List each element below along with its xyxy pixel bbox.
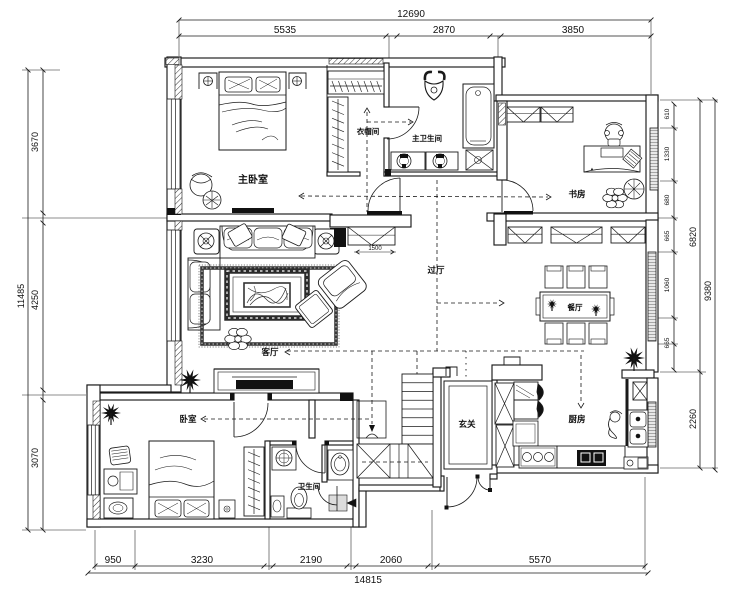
svg-text:玄关: 玄关	[458, 419, 476, 429]
svg-text:610: 610	[664, 108, 671, 119]
svg-text:卫生间: 卫生间	[298, 481, 321, 491]
svg-text:2260: 2260	[688, 409, 698, 429]
svg-text:主卧室: 主卧室	[238, 173, 268, 186]
svg-text:3670: 3670	[30, 132, 40, 152]
svg-text:2870: 2870	[433, 25, 456, 36]
svg-text:3850: 3850	[562, 25, 585, 36]
svg-text:4250: 4250	[30, 290, 40, 310]
svg-text:2190: 2190	[300, 555, 323, 566]
svg-text:▲: ▲	[590, 166, 594, 171]
svg-text:14815: 14815	[354, 575, 382, 586]
svg-text:11485: 11485	[16, 284, 26, 308]
svg-text:9380: 9380	[703, 281, 713, 301]
svg-text:1060: 1060	[664, 277, 671, 292]
svg-text:厨房: 厨房	[568, 414, 585, 424]
svg-text:5570: 5570	[529, 555, 552, 566]
svg-text:过厅: 过厅	[427, 265, 445, 275]
svg-text:665: 665	[664, 230, 671, 241]
svg-text:950: 950	[105, 555, 122, 566]
svg-text:2060: 2060	[380, 555, 403, 566]
svg-text:卧室: 卧室	[179, 414, 197, 424]
svg-text:680: 680	[664, 194, 671, 205]
svg-text:主卫生间: 主卫生间	[412, 133, 442, 143]
svg-text:665: 665	[664, 337, 671, 348]
svg-text:6820: 6820	[688, 227, 698, 247]
svg-text:1500: 1500	[368, 246, 382, 252]
svg-text:客厅: 客厅	[260, 347, 279, 357]
svg-text:衣帽间: 衣帽间	[357, 126, 380, 136]
svg-text:3230: 3230	[191, 555, 214, 566]
svg-text:3070: 3070	[30, 448, 40, 468]
svg-text:12690: 12690	[397, 9, 425, 20]
svg-text:1330: 1330	[664, 146, 671, 161]
svg-text:书房: 书房	[568, 189, 585, 199]
svg-text:餐厅: 餐厅	[567, 302, 583, 312]
svg-text:5535: 5535	[274, 25, 297, 36]
